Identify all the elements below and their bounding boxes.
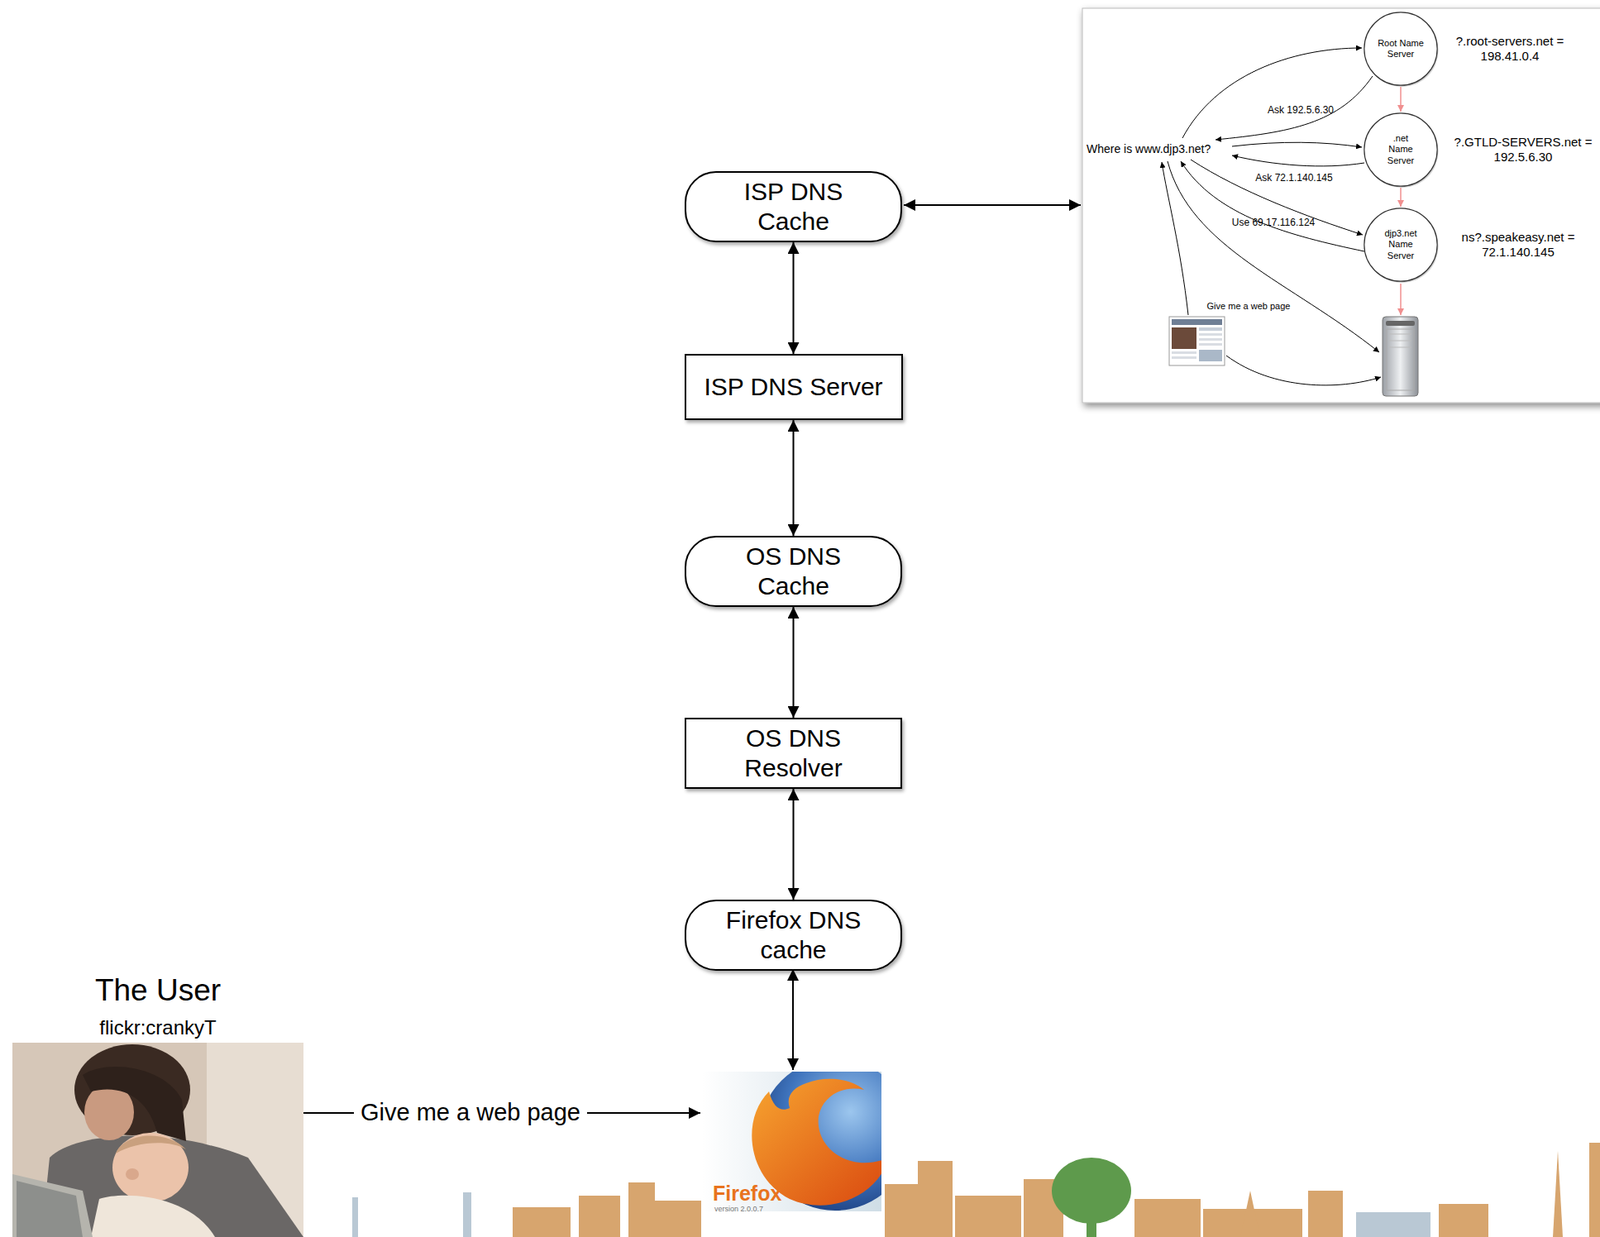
reply-arrow — [1215, 76, 1373, 140]
skyline-building — [1438, 1203, 1489, 1237]
delegation-arrow — [1399, 283, 1402, 316]
skyline-tree-trunk — [1086, 1215, 1097, 1237]
page-return-line — [1226, 355, 1381, 386]
reply-label: Ask 72.1.140.145 — [1244, 171, 1344, 184]
request-label: Give me a web page — [353, 1098, 588, 1128]
name-server-circle: Root Name Server — [1362, 10, 1439, 87]
reply-arrow — [1232, 155, 1365, 167]
node-label: ISP DNS Server — [690, 372, 898, 402]
node-text-group: ISP DNS Server — [690, 372, 898, 402]
node-label: Root Name Server — [1371, 38, 1430, 60]
logo-text: Firefox — [712, 1180, 782, 1206]
delegation-arrow — [1399, 187, 1402, 207]
query-arrow — [1232, 142, 1362, 148]
request-label: Give me a web page — [1198, 300, 1299, 312]
query-label: Where is www.djp3.net? — [1086, 142, 1211, 157]
node-text-group: OS DNS Resolver — [715, 723, 873, 784]
skyline-building — [628, 1182, 655, 1237]
node-label: OS DNS Cache — [715, 541, 873, 602]
skyline-building — [1308, 1190, 1343, 1237]
query-arrow — [1190, 159, 1363, 235]
delegation-arrow — [1399, 86, 1402, 112]
logo-version: version 2.0.0.7 — [714, 1204, 764, 1214]
skyline-tree — [1051, 1157, 1132, 1224]
double-arrow — [792, 242, 795, 354]
reply-arrow — [1180, 161, 1365, 252]
node-text-group: OS DNS Cache — [715, 541, 873, 602]
reply-label: Use 69.17.116.124 — [1219, 216, 1328, 229]
name-server-circle: djp3.net Name Server — [1362, 206, 1439, 283]
server-address-note: ns?.speakeasy.net = 72.1.140.145 — [1447, 229, 1589, 260]
skyline-spire — [1552, 1151, 1563, 1237]
skyline-spire — [1240, 1190, 1261, 1237]
node-label: Firefox DNS cache — [715, 905, 873, 965]
cache-box: ISP DNS Cache — [684, 171, 903, 243]
skyline-building — [463, 1192, 472, 1237]
skyline-building — [955, 1195, 1022, 1237]
name-server-circle: .net Name Server — [1362, 111, 1439, 188]
circle-shape — [1364, 208, 1438, 282]
panel-link-arrow — [903, 204, 1081, 206]
skyline — [352, 1142, 1600, 1237]
request-arrow — [1167, 161, 1380, 353]
cache-box: Firefox DNS cache — [684, 899, 903, 971]
node-text-group: .net Name Server — [1382, 133, 1420, 167]
web-server-icon — [1382, 316, 1419, 397]
skyline-building — [884, 1184, 923, 1237]
node-label: djp3.net Name Server — [1380, 228, 1422, 262]
skyline-building — [1589, 1142, 1600, 1237]
double-arrow — [792, 606, 795, 718]
node-label: OS DNS Resolver — [715, 723, 873, 784]
query-arrow — [1182, 47, 1362, 139]
photo-credit: flickr:crankyT — [33, 1016, 282, 1041]
server-address-note: ?.GTLD-SERVERS.net = 192.5.6.30 — [1447, 134, 1600, 165]
double-arrow — [792, 420, 795, 536]
server-address-note: ?.root-servers.net = 198.41.0.4 — [1443, 33, 1577, 64]
server-box: ISP DNS Server — [684, 353, 903, 421]
dns-panel — [1082, 8, 1600, 403]
panel-frame — [1082, 8, 1600, 403]
user-photo — [12, 1042, 304, 1237]
skyline-building — [512, 1207, 571, 1237]
browser-link-arrow — [792, 969, 794, 1070]
node-text-group: Firefox DNS cache — [715, 905, 873, 965]
circle-shape — [1364, 12, 1438, 86]
node-label: ISP DNS Cache — [715, 176, 873, 237]
resolver-box: OS DNS Resolver — [684, 717, 903, 789]
node-text-group: djp3.net Name Server — [1380, 228, 1422, 262]
circle-shape — [1364, 113, 1438, 187]
skyline-building — [1134, 1198, 1201, 1237]
page-thumbnail — [1169, 316, 1225, 366]
page-arrow — [1161, 162, 1189, 316]
node-label: .net Name Server — [1382, 133, 1420, 167]
reply-label: Ask 192.5.6.30 — [1255, 104, 1347, 116]
firefox-logo — [702, 1071, 882, 1212]
skyline-building — [917, 1160, 953, 1237]
skyline-building — [654, 1200, 702, 1237]
double-arrow — [792, 788, 795, 900]
skyline-spire — [352, 1197, 359, 1237]
skyline-building — [578, 1195, 621, 1237]
cache-box: OS DNS Cache — [684, 535, 903, 607]
skyline-building — [1356, 1212, 1431, 1237]
node-text-group: Root Name Server — [1371, 38, 1430, 60]
node-text-group: ISP DNS Cache — [715, 176, 873, 237]
user-title: The User — [33, 972, 282, 1009]
